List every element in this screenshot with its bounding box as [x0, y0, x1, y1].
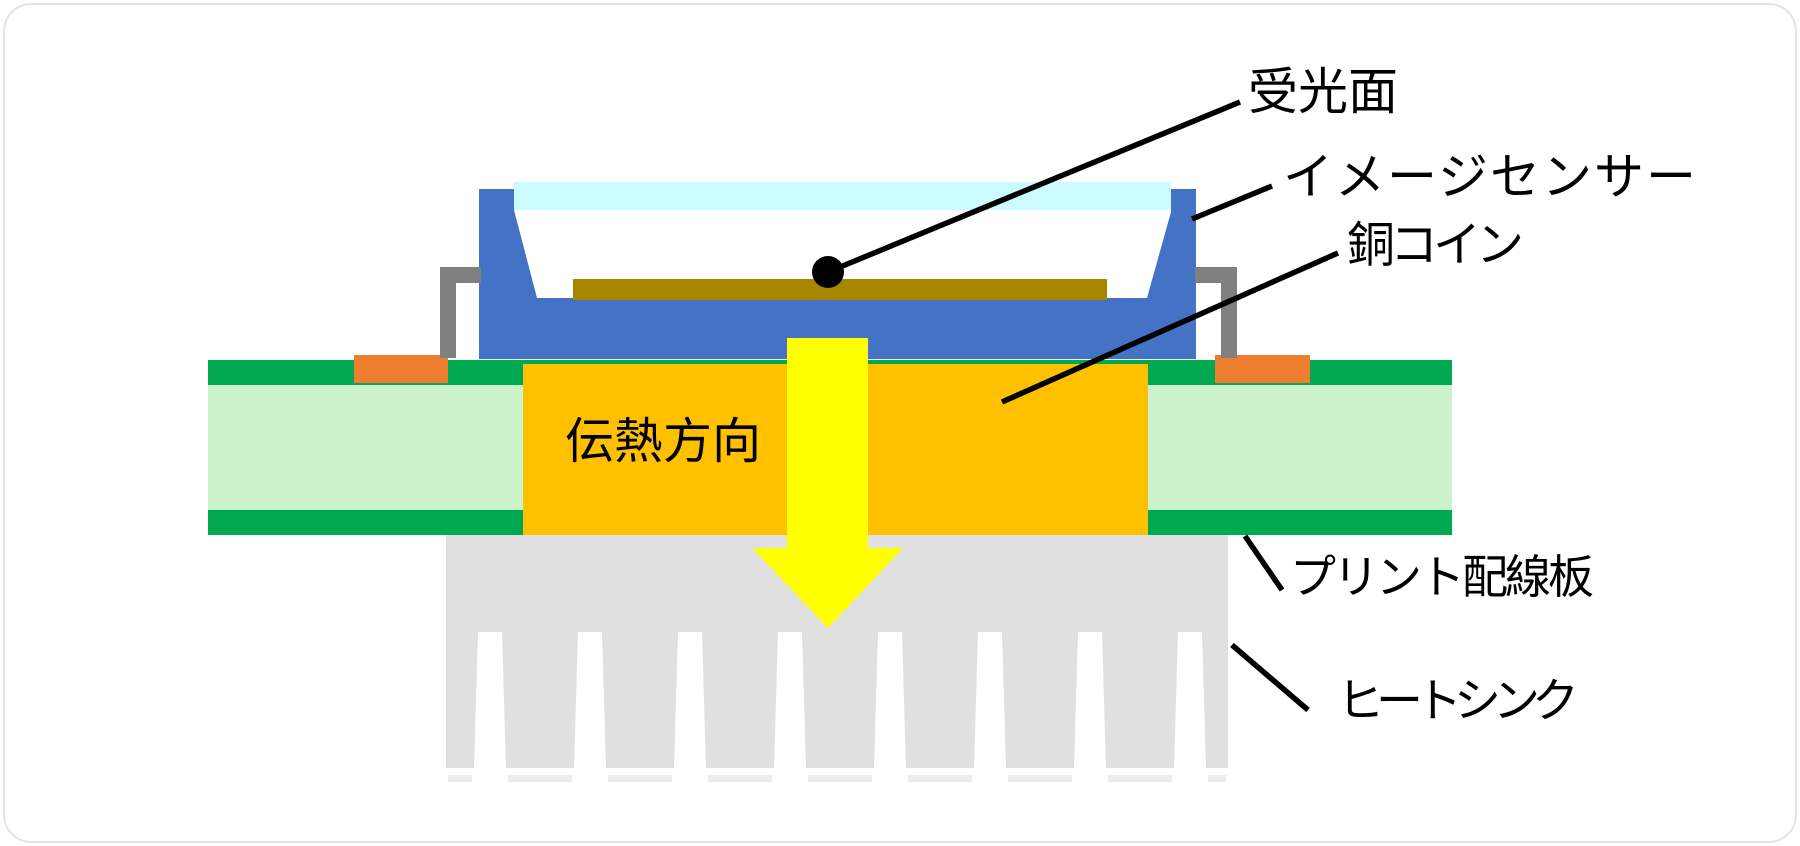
solder-pad-right [1215, 355, 1310, 383]
label-copper-coin: 銅コイン [1347, 219, 1524, 272]
heat-sink-shape [446, 533, 1228, 768]
lead-wire-right [1195, 267, 1237, 358]
label-light-receiving-surface: 受光面 [1248, 64, 1398, 120]
diagram-frame [3, 3, 1797, 843]
heat-sink-fin-shadows [448, 775, 1226, 782]
leader-line-image-sensor [1190, 183, 1274, 222]
image-sensor-package [479, 189, 1196, 359]
cover-glass [514, 182, 1171, 210]
leader-line-printed-wiring-board [1242, 534, 1285, 592]
leader-line-heat-sink [1230, 642, 1310, 713]
lead-wire-left [440, 267, 481, 358]
label-printed-wiring-board: プリント配線板 [1290, 551, 1594, 603]
heat-flow-arrow [752, 338, 903, 628]
leader-line-copper-coin [1000, 250, 1340, 405]
label-heat-sink: ヒートシンク [1337, 674, 1579, 727]
label-image-sensor: イメージセンサー [1283, 149, 1698, 205]
solder-pad-left [354, 355, 448, 383]
light-receiving-surface-dot [812, 256, 844, 288]
sensor-die [573, 279, 1107, 300]
label-heat-transfer-direction: 伝熱方向 [565, 415, 762, 469]
leader-line-light-receiving-surface [826, 99, 1242, 275]
